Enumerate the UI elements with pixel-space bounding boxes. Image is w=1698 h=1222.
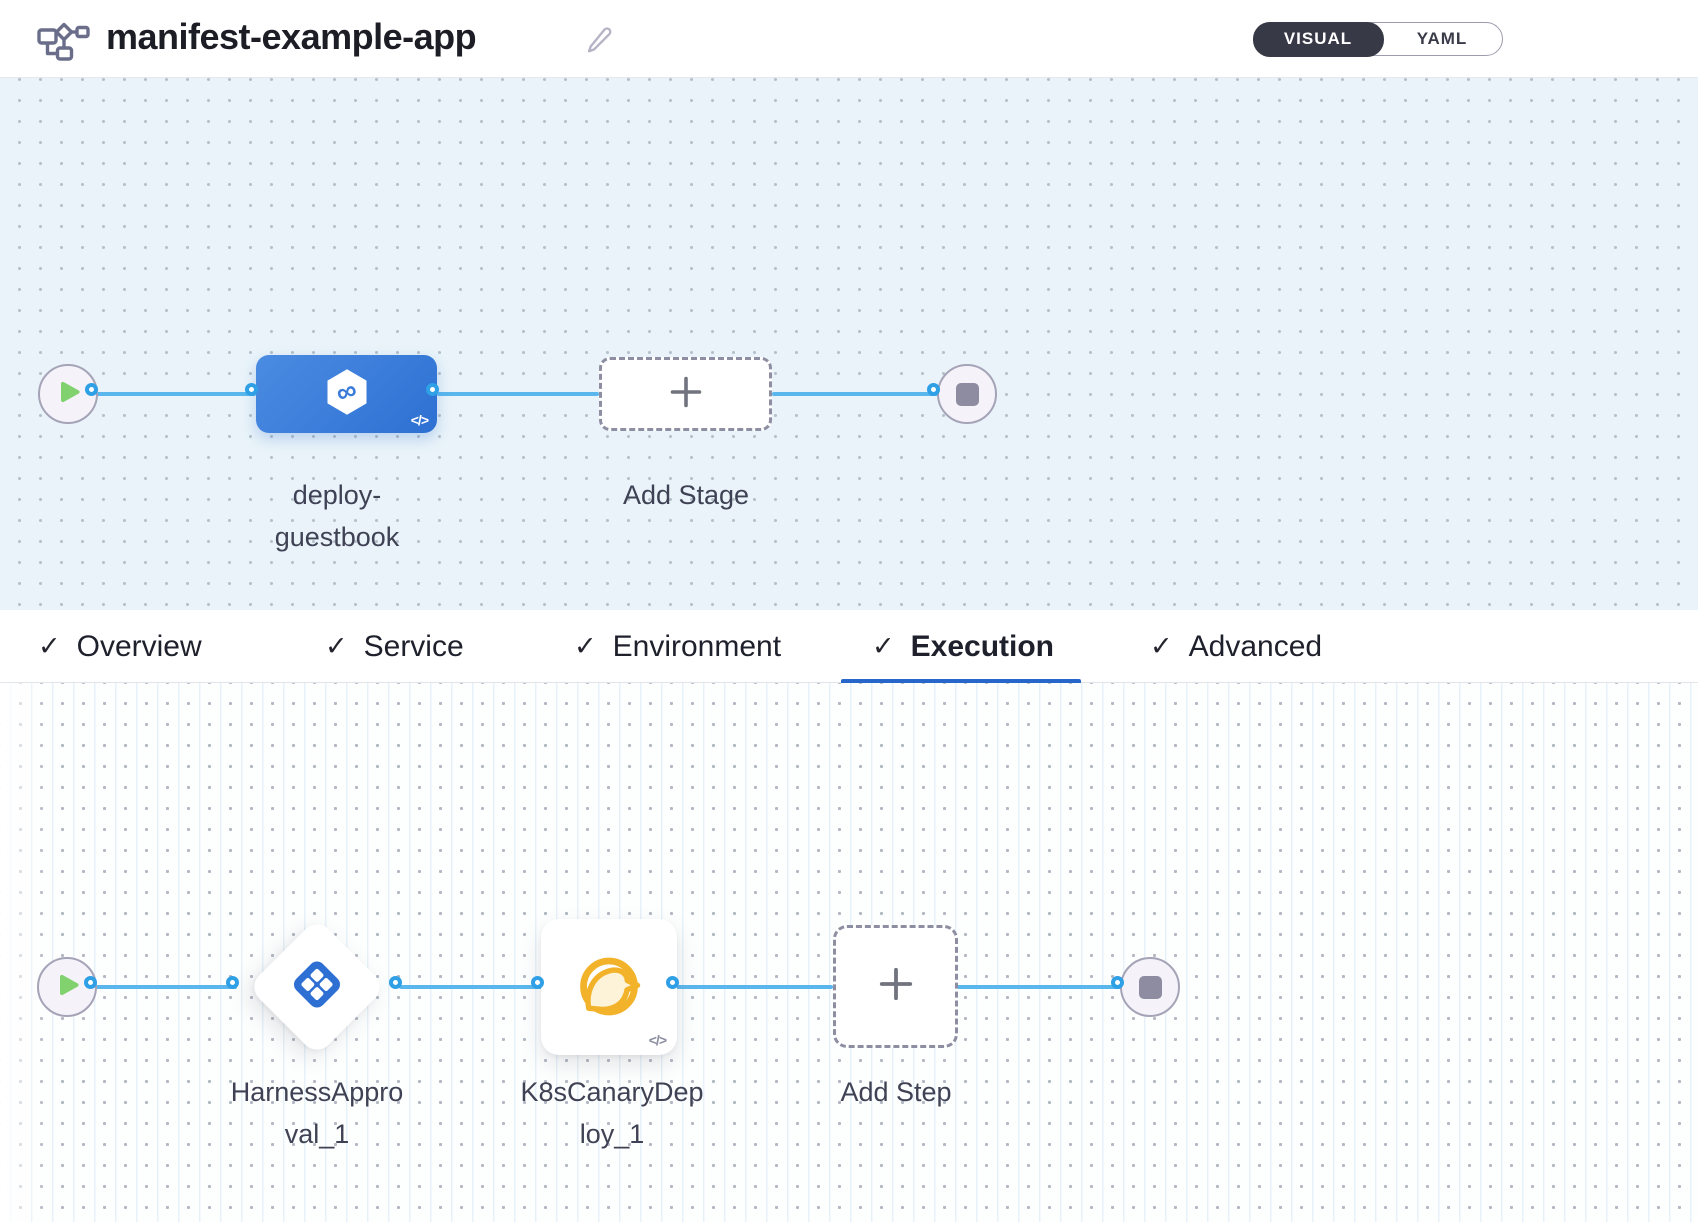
plus-icon [877,965,915,1008]
check-icon: ✓ [38,631,61,661]
stage-canvas[interactable]: ∞ </> deploy-guestbook Add Stage [0,78,1698,610]
add-step-label: Add Step [840,1077,952,1107]
tab-label: Overview [76,629,202,663]
connector-line [772,392,938,396]
tab-service[interactable]: ✓ Service [325,610,464,683]
canvas-left-fade [0,683,46,1222]
active-tab-underline [841,679,1081,683]
connector-port[interactable] [531,976,544,989]
toggle-visual-button[interactable]: VISUAL [1252,21,1384,57]
connector-port[interactable] [927,383,940,396]
tab-label: Environment [612,629,782,663]
step-name-label: HarnessApproval_1 [230,1077,404,1149]
connector-port[interactable] [84,976,97,989]
connector-port[interactable] [85,383,98,396]
connector-line [957,985,1122,989]
canary-bird-icon [573,949,645,1026]
tab-label: Service [363,629,464,663]
stage-name-label: deploy-guestbook [274,480,400,552]
step-name-label: K8sCanaryDeploy_1 [520,1077,704,1149]
connector-line [95,985,237,989]
tab-execution[interactable]: ✓ Execution [872,610,1054,683]
connector-line [676,985,833,989]
stop-icon [955,382,979,406]
play-icon [59,380,81,409]
stop-icon [1138,975,1162,999]
check-icon: ✓ [325,631,348,661]
cd-stage-hexagon-icon: ∞ [321,366,373,423]
tab-overview[interactable]: ✓ Overview [38,610,202,683]
connector-port[interactable] [245,383,258,396]
stage-config-tabbar: ✓ Overview ✓ Service ✓ Environment ✓ Exe… [0,610,1698,683]
page-title: manifest-example-app [106,16,477,57]
connector-port[interactable] [426,383,439,396]
execution-end-node [1120,957,1180,1017]
connector-line [437,392,599,396]
play-icon [58,973,80,1002]
check-icon: ✓ [574,631,597,661]
step-node-k8s-canary-deploy[interactable]: </> [541,919,677,1055]
harness-approval-icon [286,954,348,1021]
connector-port[interactable] [389,976,402,989]
plus-icon [668,374,704,415]
check-icon: ✓ [1150,631,1173,661]
tab-advanced[interactable]: ✓ Advanced [1150,610,1322,683]
tab-label: Execution [910,629,1054,663]
connector-port[interactable] [1111,976,1124,989]
add-step-button[interactable] [833,925,958,1048]
connector-line [399,985,542,989]
code-icon: </> [410,412,429,428]
pipeline-header: manifest-example-app VISUAL YAML [0,0,1698,78]
code-icon: </> [648,1032,667,1048]
connector-port[interactable] [666,976,679,989]
tab-environment[interactable]: ✓ Environment [574,610,781,683]
add-stage-button[interactable] [599,357,772,431]
pipeline-end-node [937,364,997,424]
check-icon: ✓ [872,631,895,661]
toggle-yaml-button[interactable]: YAML [1416,29,1468,48]
connector-line [96,392,256,396]
step-node-harness-approval[interactable] [247,917,387,1057]
view-mode-toggle: VISUAL YAML [1252,21,1503,57]
add-stage-label: Add Stage [622,480,750,510]
pipeline-flowchart-icon [36,18,90,67]
execution-canvas[interactable]: </> HarnessApproval_1 K8sCanaryDeploy_1 … [0,683,1698,1222]
connector-port[interactable] [226,976,239,989]
edit-pencil-icon[interactable] [583,22,613,59]
stage-node-deploy-guestbook[interactable]: ∞ </> [256,355,437,433]
tab-label: Advanced [1188,629,1323,663]
